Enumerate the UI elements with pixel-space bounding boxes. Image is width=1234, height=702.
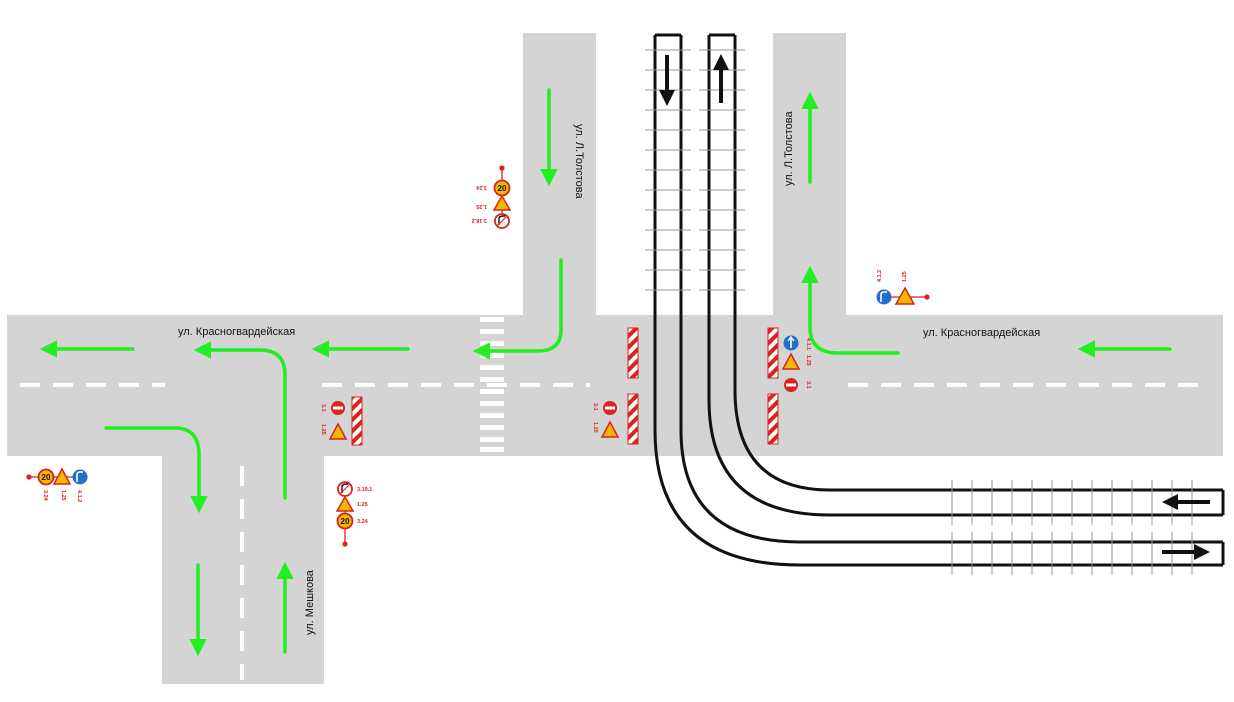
sign-code: 3.24	[42, 490, 48, 502]
sign-code: 4.1.2	[877, 270, 883, 282]
direction-straight-sign	[783, 335, 799, 351]
sign-group-left: 20 3.24 1.25 4.1.2	[26, 467, 88, 502]
road-work-sign	[492, 194, 512, 211]
sign-group-top-left: 20 3.24 1.25 3.18.2	[472, 165, 512, 229]
tram-ties	[645, 49, 1193, 575]
arrow-turn-from-tolstova	[472, 258, 563, 360]
tram-track-up-outer	[707, 35, 1223, 517]
roads	[7, 33, 1223, 684]
svg-text:20: 20	[341, 517, 350, 526]
road-work-sign	[328, 422, 348, 440]
road-work-sign	[600, 420, 620, 438]
arrow-left-turn-from-meshkova	[193, 341, 287, 500]
tram-track-up-inner	[733, 35, 1223, 492]
sign-code: 3.19.1	[357, 487, 372, 493]
sign-code: 4.1.2	[76, 490, 82, 502]
barrier	[767, 393, 779, 445]
sign-code: 1.25	[357, 502, 368, 508]
sign-code: 1.25	[60, 490, 66, 501]
street-label-tolstova-right: ул. Л.Толстова	[783, 111, 795, 186]
tram-tracks	[653, 33, 1225, 567]
no-turn-sign	[494, 213, 510, 229]
sign-code: 3.18.2	[472, 217, 487, 223]
arrow-turn-onto-tolstova	[801, 265, 900, 355]
speed-limit-sign: 20	[493, 179, 511, 197]
road-work-sign	[52, 467, 72, 485]
sign-group-top-right: 4.1.2 1.25	[876, 270, 930, 305]
sign-code: 1.25	[902, 271, 908, 282]
sign-code: 3.1	[805, 381, 811, 389]
sign-group-bottom-center: 20 3.19.1 1.25 3.24	[335, 481, 372, 547]
street-label-krasnogvardeyskaya-right: ул. Красногвардейская	[923, 327, 1040, 339]
sign-code: 1.25	[592, 422, 598, 433]
street-label-tolstova-left: ул. Л.Толстова	[573, 124, 585, 199]
sign-code: 1.25	[805, 355, 811, 366]
svg-text:20: 20	[498, 184, 507, 193]
tram-direction-arrows	[659, 54, 1210, 560]
sign-code: 3.1	[592, 403, 598, 411]
speed-limit-sign: 20	[336, 512, 354, 530]
no-entry-sign	[603, 401, 617, 415]
no-turn-sign	[337, 481, 353, 497]
tram-track-down-outer	[653, 35, 1223, 567]
tram-track-down-inner	[679, 35, 1223, 544]
pedestrian-crossing	[480, 317, 504, 452]
road-markings	[20, 383, 1205, 680]
sign-code: 1.25	[320, 424, 326, 435]
sign-code: 3.24	[357, 519, 369, 525]
barrier	[627, 393, 639, 445]
street-label-krasnogvardeyskaya-left: ул. Красногвардейская	[178, 326, 295, 338]
barriers	[351, 327, 779, 446]
direction-right-sign	[876, 289, 892, 305]
barrier	[627, 327, 639, 379]
sign-code: 1.25	[476, 203, 487, 209]
traffic-arrows	[39, 88, 1172, 657]
svg-text:20: 20	[42, 473, 51, 482]
sign-group-barrier-left: 3.1 1.25	[320, 401, 348, 440]
barrier	[351, 396, 363, 446]
speed-limit-sign: 20	[37, 468, 55, 486]
sign-group-barrier-right: 4.1.1 1.25 3.1	[781, 335, 811, 392]
sign-code: 4.1.1	[805, 338, 811, 350]
road-work-sign	[894, 286, 916, 305]
sign-code: 3.24	[475, 184, 487, 190]
street-label-meshkova: ул. Мешкова	[304, 569, 316, 635]
arrow-turn-into-meshkova	[104, 426, 208, 514]
direction-right-sign	[72, 469, 88, 485]
road-work-sign	[335, 495, 355, 512]
barrier	[767, 327, 779, 379]
sign-group-barrier-mid: 3.1 1.25	[592, 401, 620, 438]
no-entry-sign	[784, 378, 798, 392]
road-work-sign	[781, 352, 801, 370]
sign-code: 3.1	[320, 404, 326, 412]
no-entry-sign	[331, 401, 345, 415]
